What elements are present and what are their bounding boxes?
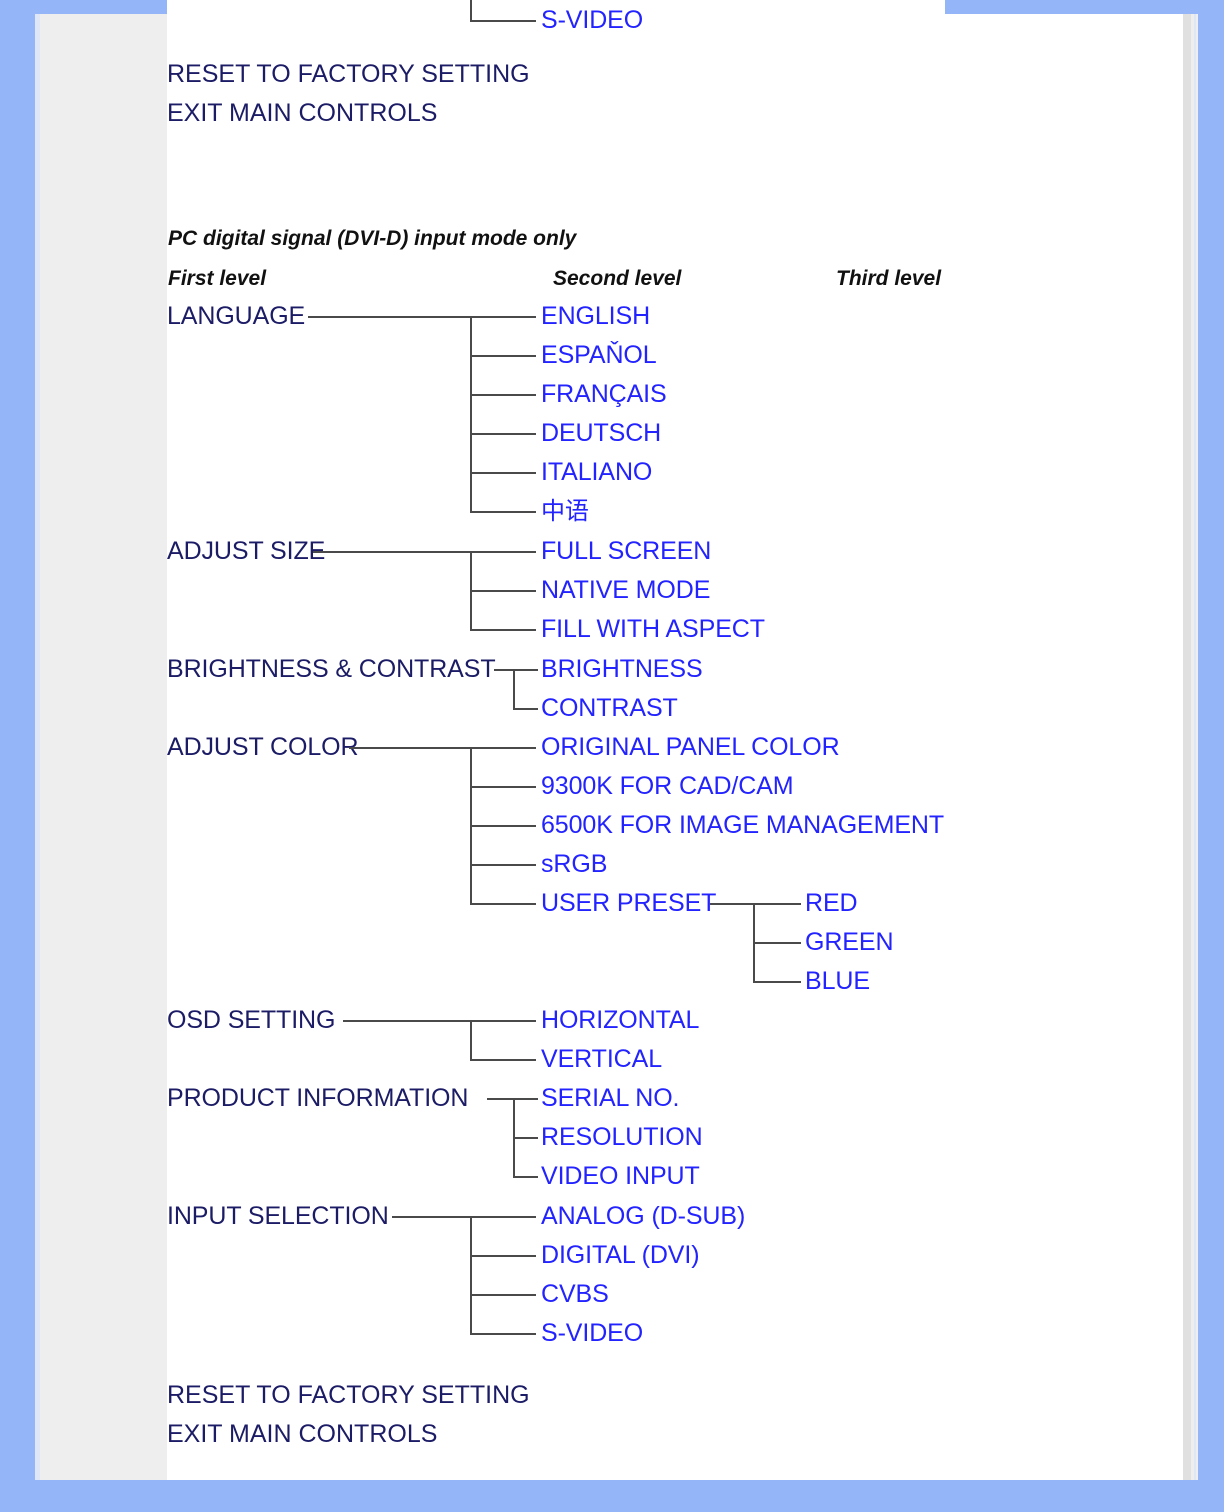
- connector-stub-language-4: [470, 472, 536, 474]
- menu-item-language[interactable]: LANGUAGE: [167, 302, 306, 330]
- submenu-item-full-screen[interactable]: FULL SCREEN: [541, 537, 712, 565]
- submenu-item-9300k-for-cad-cam[interactable]: 9300K FOR CAD/CAM: [541, 772, 794, 800]
- connector-stub-user-preset-1: [753, 942, 801, 944]
- connector-lead-adjust-color: [349, 747, 472, 749]
- connector-stub-language-0: [470, 316, 536, 318]
- action-reset-to-factory-setting-bottom[interactable]: RESET TO FACTORY SETTING: [167, 1381, 530, 1409]
- document-paper: [40, 14, 1198, 1480]
- connector-stub-input-2: [470, 1294, 536, 1296]
- connector-stub-adjust-color-3: [470, 864, 536, 866]
- submenu-item-cvbs[interactable]: CVBS: [541, 1280, 609, 1308]
- subsubmenu-item-red[interactable]: RED: [805, 889, 858, 917]
- action-reset-to-factory-setting-top[interactable]: RESET TO FACTORY SETTING: [167, 60, 530, 88]
- connector-stub-product-2: [513, 1176, 538, 1178]
- connector-lead-adjust-size: [313, 551, 472, 553]
- connector-stub-user-preset-2: [753, 981, 801, 983]
- connector-vertical-language: [470, 316, 472, 512]
- connector-stub-input-0: [470, 1216, 536, 1218]
- connector-stub-adjust-size-1: [470, 590, 536, 592]
- submenu-item-user-preset[interactable]: USER PRESET: [541, 889, 717, 917]
- connector-lead-language: [308, 316, 472, 318]
- submenu-item-contrast[interactable]: CONTRAST: [541, 694, 678, 722]
- connector-stub-osd-1: [470, 1059, 536, 1061]
- submenu-item-analog-d-sub[interactable]: ANALOG (D-SUB): [541, 1202, 746, 1230]
- connector-stub-brightness-0: [513, 669, 538, 671]
- submenu-item-serial-no[interactable]: SERIAL NO.: [541, 1084, 680, 1112]
- menu-item-product-information[interactable]: PRODUCT INFORMATION: [167, 1084, 469, 1112]
- submenu-item-native-mode[interactable]: NATIVE MODE: [541, 576, 711, 604]
- column-header-first-level: First level: [168, 267, 267, 290]
- subsubmenu-item-green[interactable]: GREEN: [805, 928, 894, 956]
- action-exit-main-controls-bottom[interactable]: EXIT MAIN CONTROLS: [167, 1420, 438, 1448]
- connector-stub-input-3: [470, 1333, 536, 1335]
- menu-item-brightness-and-contrast[interactable]: BRIGHTNESS & CONTRAST: [167, 655, 496, 683]
- leaf-s-video-top[interactable]: S-VIDEO: [541, 6, 644, 34]
- subsubmenu-item-blue[interactable]: BLUE: [805, 967, 870, 995]
- submenu-item-brightness[interactable]: BRIGHTNESS: [541, 655, 703, 683]
- top-white-gap: [167, 0, 945, 14]
- connector-lead-user-preset: [710, 903, 755, 905]
- connector-stub-adjust-color-4: [470, 903, 536, 905]
- connector-stub-adjust-size-2: [470, 629, 536, 631]
- left-rail-edge: [35, 14, 40, 1480]
- connector-stub-adjust-color-0: [470, 747, 536, 749]
- connector-vertical-brightness-contrast: [513, 669, 515, 709]
- submenu-item-espanol[interactable]: ESPAŇOL: [541, 341, 657, 369]
- submenu-item-francais[interactable]: FRANÇAIS: [541, 380, 667, 408]
- connector-stub-product-0: [513, 1098, 538, 1100]
- menu-item-osd-setting[interactable]: OSD SETTING: [167, 1006, 336, 1034]
- menu-item-input-selection[interactable]: INPUT SELECTION: [167, 1202, 389, 1230]
- mode-title: PC digital signal (DVI-D) input mode onl…: [168, 227, 577, 250]
- connector-stub-top-orphan: [470, 20, 536, 22]
- menu-item-adjust-color[interactable]: ADJUST COLOR: [167, 733, 359, 761]
- scrollbar-thumb[interactable]: [1183, 14, 1191, 1480]
- connector-stub-product-1: [513, 1137, 538, 1139]
- submenu-item-chinese[interactable]: 中语: [541, 497, 589, 525]
- scrollbar-divider: [1194, 14, 1196, 1480]
- connector-vertical-osd-setting: [470, 1020, 472, 1060]
- submenu-item-english[interactable]: ENGLISH: [541, 302, 651, 330]
- connector-lead-product-information: [487, 1098, 515, 1100]
- connector-stub-user-preset-0: [753, 903, 801, 905]
- submenu-item-deutsch[interactable]: DEUTSCH: [541, 419, 662, 447]
- connector-stub-input-1: [470, 1255, 536, 1257]
- left-sidebar-rail: [40, 14, 167, 1480]
- connector-stub-language-2: [470, 394, 536, 396]
- connector-stub-language-5: [470, 511, 536, 513]
- submenu-item-digital-dvi[interactable]: DIGITAL (DVI): [541, 1241, 700, 1269]
- column-header-second-level: Second level: [553, 267, 682, 290]
- submenu-item-resolution[interactable]: RESOLUTION: [541, 1123, 703, 1151]
- submenu-item-vertical[interactable]: VERTICAL: [541, 1045, 663, 1073]
- action-exit-main-controls-top[interactable]: EXIT MAIN CONTROLS: [167, 99, 438, 127]
- connector-lead-osd-setting: [343, 1020, 472, 1022]
- connector-lead-input-selection: [392, 1216, 472, 1218]
- submenu-item-horizontal[interactable]: HORIZONTAL: [541, 1006, 700, 1034]
- submenu-item-video-input[interactable]: VIDEO INPUT: [541, 1162, 700, 1190]
- submenu-item-fill-with-aspect[interactable]: FILL WITH ASPECT: [541, 615, 765, 643]
- connector-vertical-top-orphan: [470, 0, 472, 20]
- connector-stub-adjust-color-2: [470, 825, 536, 827]
- connector-stub-adjust-color-1: [470, 786, 536, 788]
- connector-lead-brightness-contrast: [494, 669, 515, 671]
- submenu-item-6500k-for-image-management[interactable]: 6500K FOR IMAGE MANAGEMENT: [541, 811, 945, 839]
- column-header-third-level: Third level: [836, 267, 942, 290]
- submenu-item-original-panel-color[interactable]: ORIGINAL PANEL COLOR: [541, 733, 840, 761]
- submenu-item-italiano[interactable]: ITALIANO: [541, 458, 653, 486]
- submenu-item-srgb[interactable]: sRGB: [541, 850, 608, 878]
- connector-stub-language-3: [470, 433, 536, 435]
- connector-stub-osd-0: [470, 1020, 536, 1022]
- connector-stub-language-1: [470, 355, 536, 357]
- connector-stub-adjust-size-0: [470, 551, 536, 553]
- menu-item-adjust-size[interactable]: ADJUST SIZE: [167, 537, 326, 565]
- submenu-item-s-video[interactable]: S-VIDEO: [541, 1319, 644, 1347]
- connector-vertical-input-selection: [470, 1216, 472, 1334]
- connector-stub-brightness-1: [513, 708, 538, 710]
